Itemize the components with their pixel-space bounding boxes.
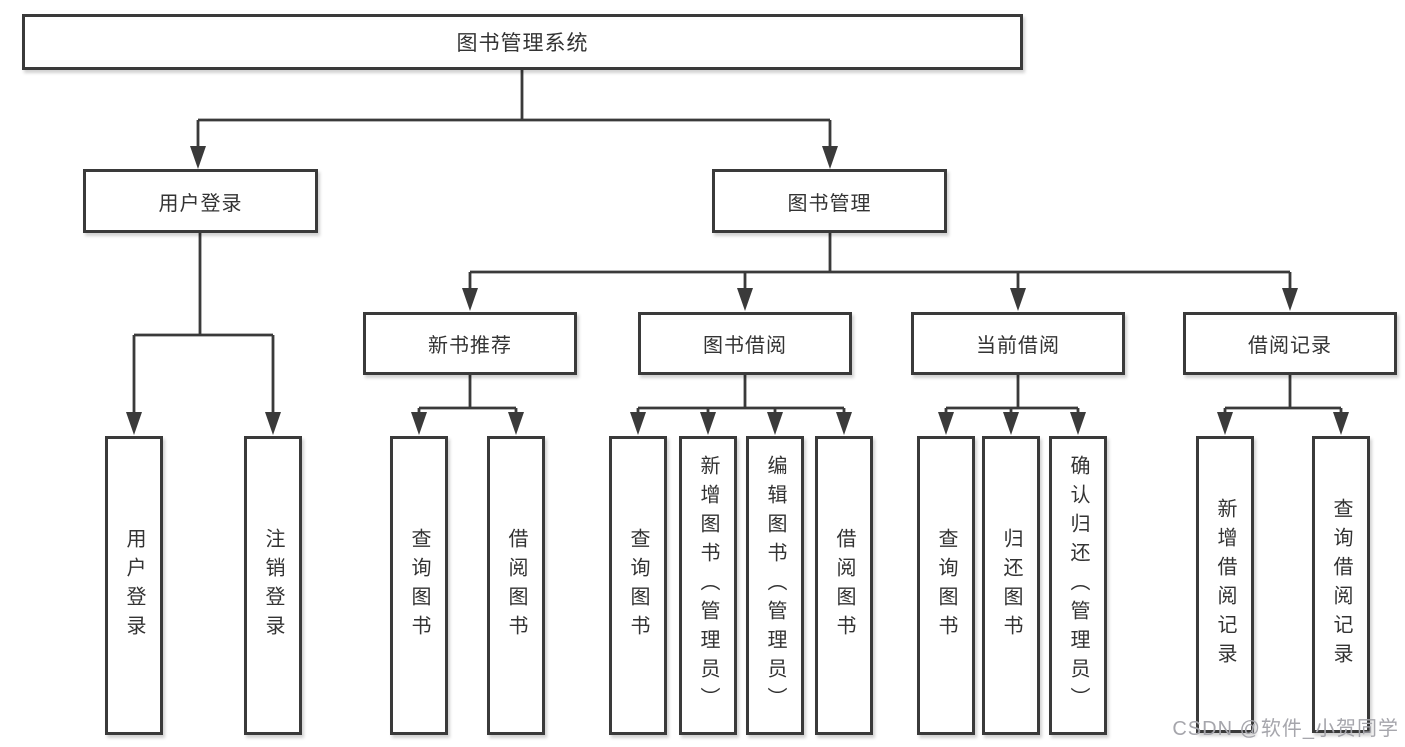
leaf-current-return: 归还图书 <box>982 436 1040 735</box>
node-user-login: 用户登录 <box>83 169 318 233</box>
leaf-user-login-label: 用户登录 <box>123 527 145 644</box>
node-book-borrowing-label: 图书借阅 <box>703 335 787 357</box>
leaf-record-add: 新增借阅记录 <box>1196 436 1254 733</box>
leaf-user-login: 用户登录 <box>105 436 163 735</box>
leaf-current-query: 查询图书 <box>917 436 975 735</box>
leaf-current-query-label: 查询图书 <box>935 527 957 644</box>
node-borrowing-records-label: 借阅记录 <box>1248 335 1332 357</box>
leaf-newbook-query-label: 查询图书 <box>408 527 430 644</box>
leaf-borrow-book-label: 借阅图书 <box>833 527 855 644</box>
leaf-newbook-borrow: 借阅图书 <box>487 436 545 735</box>
leaf-record-add-label: 新增借阅记录 <box>1214 497 1236 672</box>
node-root: 图书管理系统 <box>22 14 1023 70</box>
leaf-newbook-query: 查询图书 <box>390 436 448 735</box>
leaf-logout-label: 注销登录 <box>262 527 284 644</box>
node-book-management: 图书管理 <box>712 169 947 233</box>
node-root-label: 图书管理系统 <box>456 32 589 55</box>
leaf-borrow-book: 借阅图书 <box>815 436 873 735</box>
leaf-borrow-add-admin: 新增图书（管理员） <box>679 436 737 735</box>
leaf-current-confirm-admin-label: 确认归还（管理员） <box>1067 455 1089 716</box>
node-book-borrowing: 图书借阅 <box>638 312 852 375</box>
node-user-login-label: 用户登录 <box>158 192 243 215</box>
leaf-newbook-borrow-label: 借阅图书 <box>505 527 527 644</box>
leaf-borrow-query-label: 查询图书 <box>627 527 649 644</box>
node-current-borrowing-label: 当前借阅 <box>976 335 1060 357</box>
leaf-current-confirm-admin: 确认归还（管理员） <box>1049 436 1107 735</box>
csdn-watermark: CSDN @软件_小贺同学 <box>1172 718 1399 740</box>
node-borrowing-records: 借阅记录 <box>1183 312 1397 375</box>
node-current-borrowing: 当前借阅 <box>911 312 1125 375</box>
node-book-management-label: 图书管理 <box>787 192 872 215</box>
leaf-borrow-query: 查询图书 <box>609 436 667 735</box>
leaf-borrow-edit-admin: 编辑图书（管理员） <box>746 436 804 735</box>
leaf-borrow-edit-admin-label: 编辑图书（管理员） <box>764 455 786 716</box>
leaf-record-query-label: 查询借阅记录 <box>1330 497 1352 672</box>
leaf-current-return-label: 归还图书 <box>1000 527 1022 644</box>
node-new-book-recommend-label: 新书推荐 <box>428 335 512 357</box>
leaf-logout: 注销登录 <box>244 436 302 735</box>
leaf-record-query: 查询借阅记录 <box>1312 436 1370 733</box>
node-new-book-recommend: 新书推荐 <box>363 312 577 375</box>
leaf-borrow-add-admin-label: 新增图书（管理员） <box>697 455 719 716</box>
